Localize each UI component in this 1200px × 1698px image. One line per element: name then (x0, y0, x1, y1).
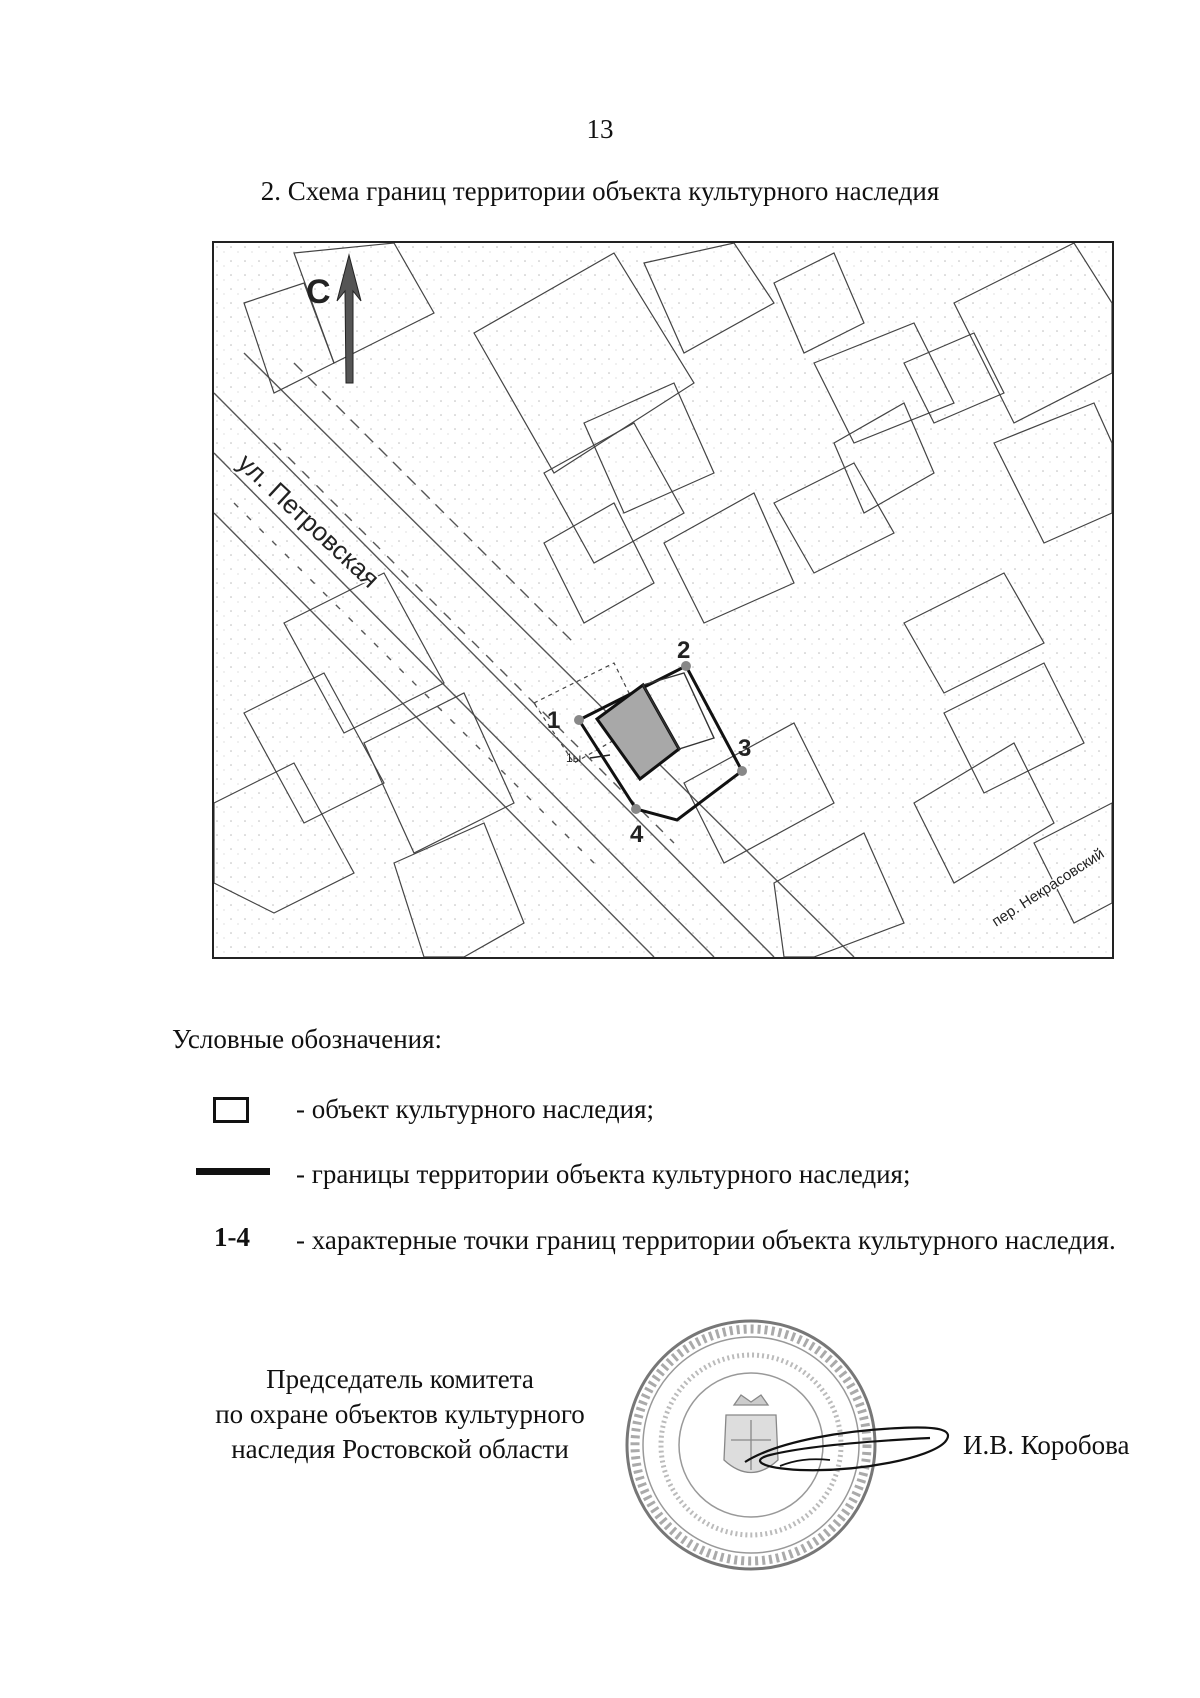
north-label: С (306, 273, 331, 311)
point-label-2: 2 (677, 637, 690, 664)
position-line-1: Председатель комитета (266, 1364, 534, 1394)
position-line-2: по охране объектов культурного (215, 1399, 585, 1429)
north-arrow-icon (336, 253, 362, 384)
legend-object-symbol (213, 1097, 249, 1123)
building-outlines (214, 243, 1112, 957)
page-number: 13 (586, 114, 614, 144)
signatory-position: Председатель комитета по охране объектов… (190, 1362, 610, 1467)
handwritten-signature (744, 1426, 950, 1472)
street-lines (214, 352, 855, 957)
position-line-3: наследия Ростовской области (231, 1434, 569, 1464)
legend-points-text: - характерные точки границ территории об… (296, 1225, 1116, 1255)
point-label-4: 4 (630, 821, 644, 848)
legend-object-text: - объект культурного наследия; (296, 1094, 655, 1124)
point-label-1: 1 (547, 707, 560, 734)
legend-boundary-text: - границы территории объекта культурного… (296, 1159, 911, 1189)
point-label-3: 3 (738, 735, 751, 762)
legend-boundary-symbol (196, 1168, 270, 1175)
signer-name: И.В. Коробова (963, 1430, 1130, 1460)
boundary-scheme-map: С ул. Петровская пер. Некрасовский 1 2 3… (212, 241, 1114, 959)
legend-points-symbol: 1-4 (214, 1222, 250, 1252)
map-small-label: 1ы (566, 751, 581, 765)
legend-heading: Условные обозначения: (172, 1024, 443, 1054)
territory-boundary (574, 661, 747, 822)
page-title: 2. Схема границ территории объекта культ… (260, 176, 940, 206)
